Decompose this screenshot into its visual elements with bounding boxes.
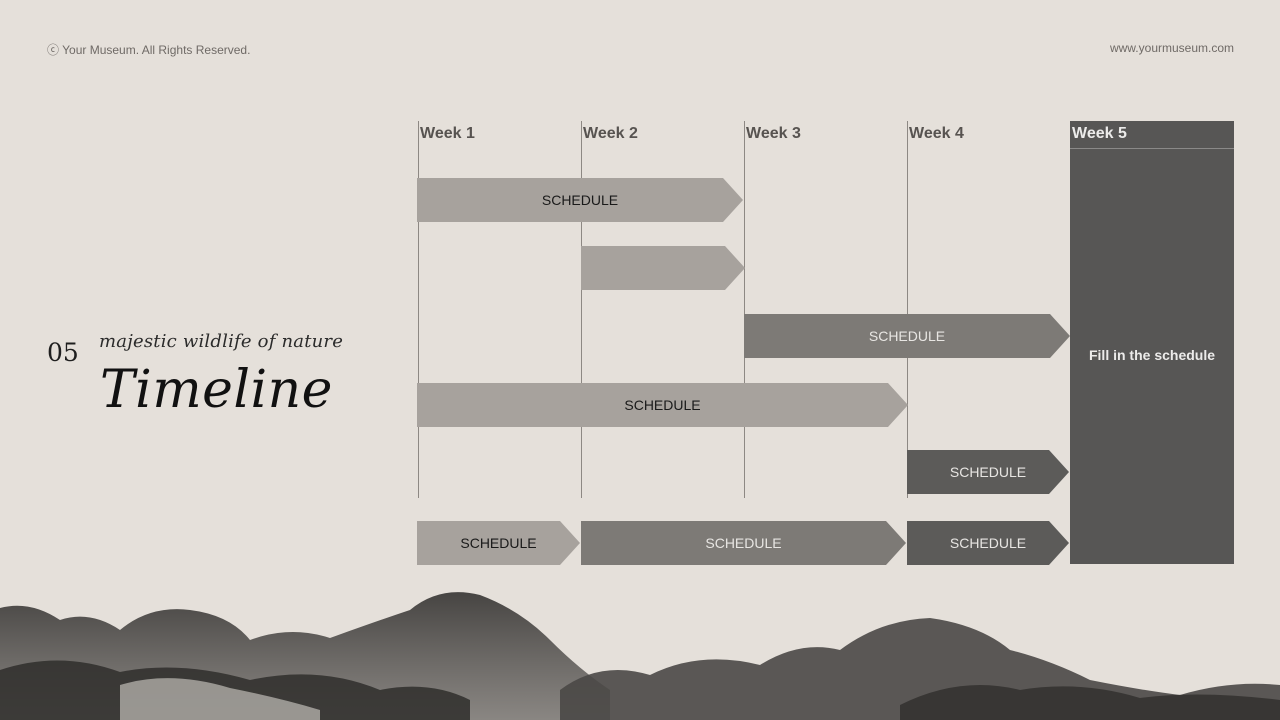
week-2-label: Week 2: [583, 125, 638, 142]
schedule-bar-8: SCHEDULE: [907, 521, 1069, 565]
website-link[interactable]: www.yourmuseum.com: [1109, 41, 1234, 55]
week-5-note: Fill in the schedule: [1088, 347, 1216, 363]
page-title: Timeline: [100, 360, 333, 420]
week-1-label: Week 1: [420, 125, 475, 142]
schedule-bar-4: SCHEDULE: [417, 383, 908, 427]
schedule-bar-7: SCHEDULE: [581, 521, 906, 565]
schedule-bar-6: SCHEDULE: [417, 521, 580, 565]
schedule-bar-5: SCHEDULE: [907, 450, 1069, 494]
section-subtitle: majestic wildlife of nature: [99, 331, 344, 352]
week-4-label: Week 4: [909, 125, 964, 142]
schedule-bar-2: [581, 246, 745, 290]
schedule-bar-3: SCHEDULE: [744, 314, 1070, 358]
week-2-line: [581, 121, 582, 498]
week-5-panel: [1070, 121, 1234, 564]
section-number: 05: [47, 338, 79, 367]
week-3-line: [744, 121, 745, 498]
schedule-bar-1: SCHEDULE: [417, 178, 743, 222]
week-5-divider: [1070, 148, 1234, 149]
week-3-label: Week 3: [746, 125, 801, 142]
week-1-line: [418, 121, 419, 498]
copyright-text: ⓒ Your Museum. All Rights Reserved.: [47, 43, 251, 57]
week-4-line: [907, 121, 908, 498]
week-5-label: Week 5: [1072, 125, 1127, 142]
ink-mountains-illustration: [0, 592, 1280, 720]
